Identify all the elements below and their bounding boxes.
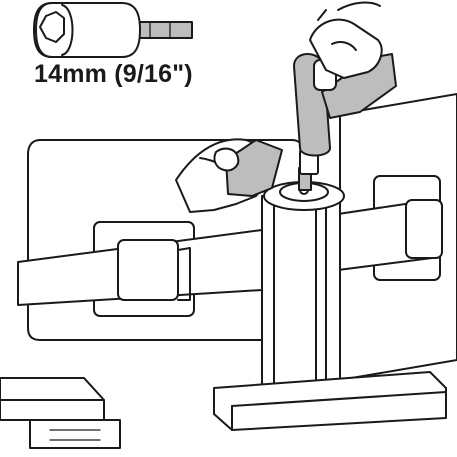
hex-socket-bit-icon	[33, 2, 193, 58]
pole-column-icon	[261, 181, 345, 386]
socket-size-label: 14mm (9/16")	[34, 60, 193, 88]
power-drill-icon	[293, 53, 397, 191]
desk-clamp-icon	[0, 377, 121, 449]
cloth-pad-icon	[213, 139, 283, 197]
base-stand-icon	[213, 371, 447, 431]
hand-holding-drill-icon	[309, 1, 383, 79]
crossbar	[17, 199, 443, 306]
